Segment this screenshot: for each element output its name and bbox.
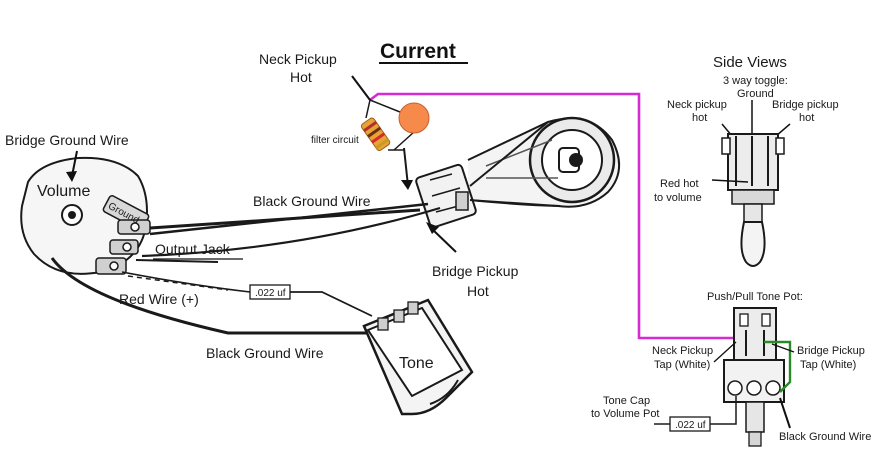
green-bridge-tap-wire [764,340,792,393]
neck-tap-label-line1: Neck Pickup [652,345,713,357]
black-ground-wire-top-label: Black Ground Wire [253,193,371,209]
bridge-hot-arrow [431,228,457,253]
capacitor-left-value: .022 uf [255,288,286,299]
push-pull-pot [723,307,785,447]
magenta-neck-hot-wire [369,92,742,340]
side-views-title: Side Views [713,54,787,71]
bridge-pickup-hot-label-line2: Hot [467,283,489,299]
toggle-neck-label-line2: hot [692,112,707,124]
bridge-pickup-hot-label-line1: Bridge Pickup [432,263,519,279]
tone-cap-label-line1: Tone Cap [603,395,650,407]
push-pull-ground-label: Black Ground Wire [779,431,871,443]
capacitor-right-value: .022 uf [675,420,706,431]
tone-pot [362,298,474,416]
neck-hot-terminal-arrow [401,180,413,190]
output-jack [467,116,620,208]
filter-resistor [360,117,391,152]
toggle-red-hot-label-line2: to volume [654,192,702,204]
bridge-tap-label-line1: Bridge Pickup [797,345,865,357]
toggle-bridge-label-line2: hot [799,112,814,124]
volume-pot [20,156,151,275]
neck-pickup-hot-label-line1: Neck Pickup [259,51,337,67]
toggle-red-hot-label-line1: Red hot [660,178,699,190]
diagram-title: Current [380,40,456,63]
tone-label: Tone [399,355,434,372]
pickup-connector-block [415,163,477,229]
filter-circuit [360,99,430,152]
red-wire-label: Red Wire (+) [119,291,199,307]
toggle-subtitle-line1: 3 way toggle: [723,75,788,87]
capacitor-right [669,416,711,432]
black-ground-wire-bottom-label: Black Ground Wire [206,345,324,361]
bridge-tap-label-line2: Tap (White) [800,359,856,371]
bridge-ground-wire-label: Bridge Ground Wire [5,132,129,148]
output-jack-label: Output Jack [155,241,231,257]
three-way-toggle [711,100,791,267]
black-wires [50,121,561,335]
neck-tap-label-line2: Tap (White) [654,359,710,371]
toggle-neck-label-line1: Neck pickup [667,99,727,111]
push-pull-title: Push/Pull Tone Pot: [707,291,803,303]
volume-label: Volume [37,183,90,200]
filter-capacitor [398,102,430,134]
tone-cap-label-line2: to Volume Pot [591,408,660,420]
neck-hot-arrow [351,75,371,101]
neck-pickup-hot-label-line2: Hot [290,69,312,85]
toggle-bridge-label-line1: Bridge pickup [772,99,839,111]
toggle-tip [740,221,766,267]
toggle-subtitle-line2: Ground [737,88,774,100]
filter-circuit-label: filter circuit [311,135,359,146]
capacitor-left [249,284,291,300]
